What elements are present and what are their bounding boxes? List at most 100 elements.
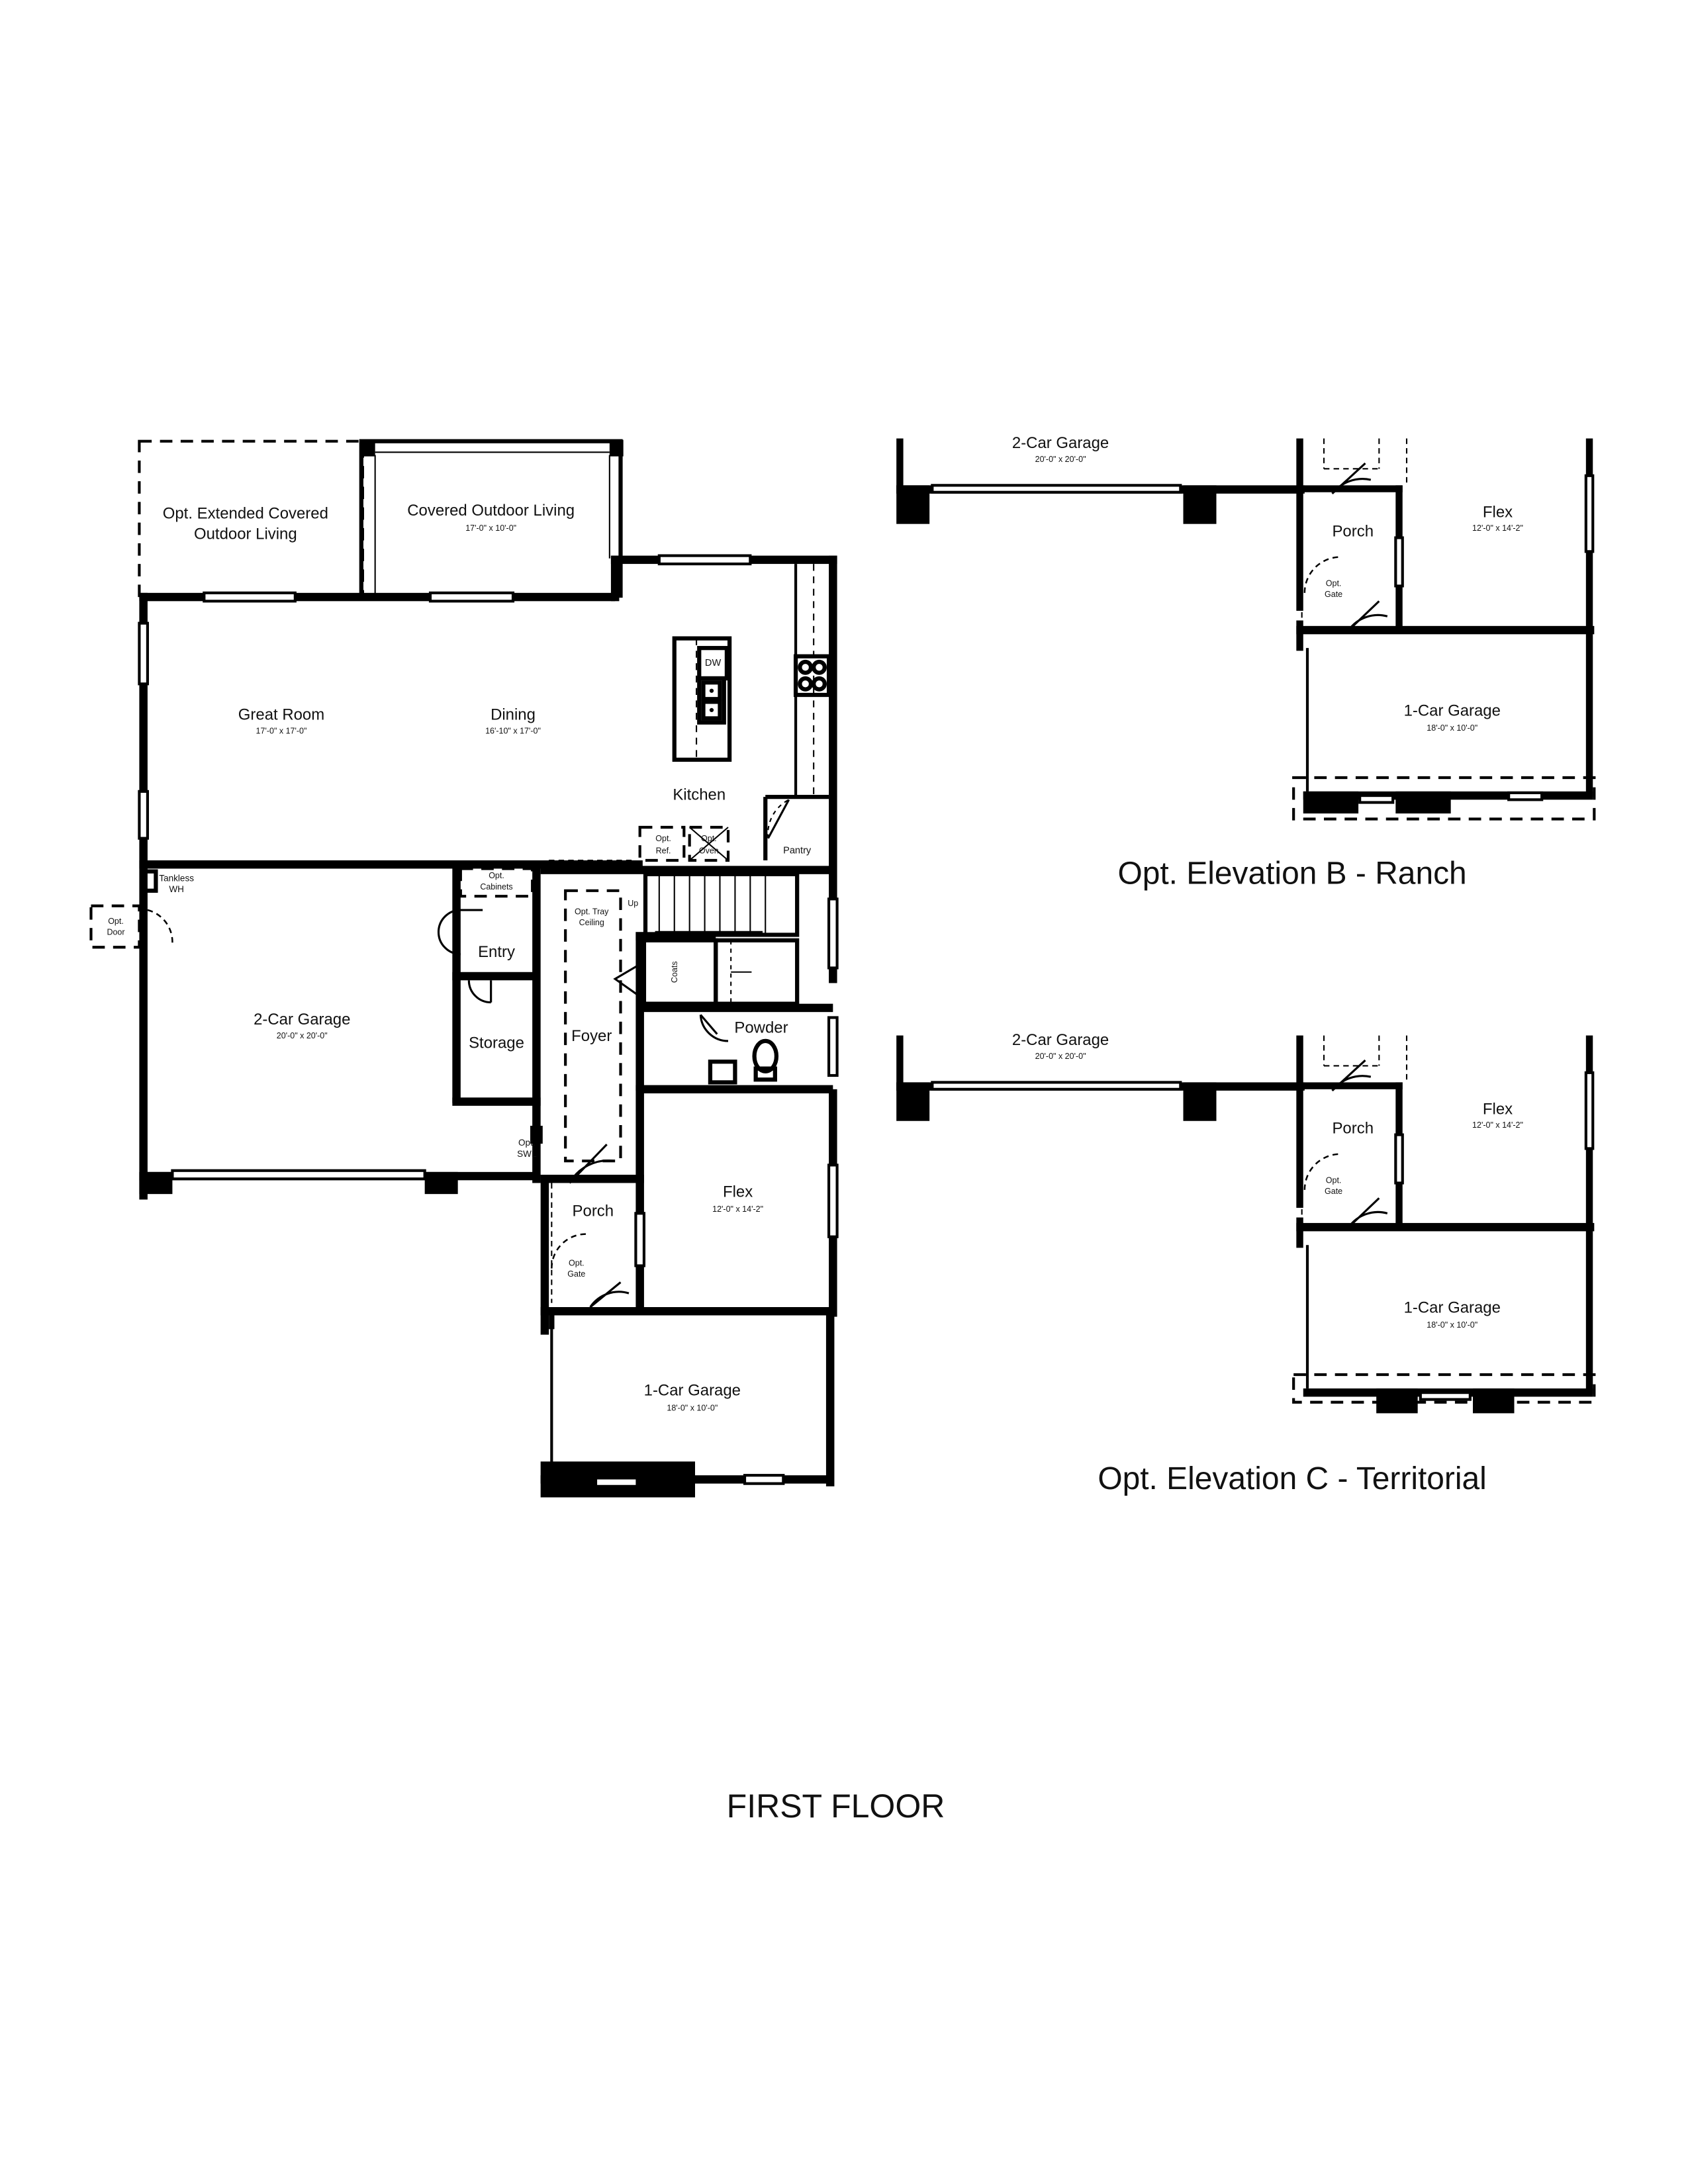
opt-tray-label: Opt. Tray: [575, 907, 609, 916]
elevation-c-labels: 2-Car Garage 20'-0" x 20'-0" Porch Opt. …: [1012, 1031, 1523, 1496]
elev-c-opt-gate-label: Opt.: [1326, 1176, 1342, 1185]
elev-c-porch-label: Porch: [1332, 1120, 1374, 1138]
page-title: FIRST FLOOR: [727, 1788, 945, 1825]
window: [203, 591, 297, 603]
main-plan-labels: Opt. Extended Covered Outdoor Living Cov…: [107, 502, 811, 1412]
great-room-label: Great Room: [238, 706, 324, 724]
dining-label: Dining: [491, 706, 536, 724]
tankless-label-2: WH: [169, 884, 184, 894]
kitchen-counter: [793, 564, 831, 797]
opt-swl-label-2: SWL: [517, 1149, 537, 1159]
elev-c-garage1-label: 1-Car Garage: [1404, 1298, 1501, 1316]
tankless-label: Tankless: [159, 873, 194, 883]
garage2-dim: 20'-0" x 20'-0": [277, 1031, 328, 1040]
coats-closet: [641, 938, 718, 1006]
great-room-dim: 17'-0" x 17'-0": [256, 726, 307, 735]
sink-icon: [708, 1060, 737, 1085]
elev-b-flex-dim: 12'-0" x 14'-2": [1472, 523, 1523, 533]
elev-c-garage1-dim: 18'-0" x 10'-0": [1427, 1320, 1477, 1330]
opt-door-label: Opt.: [108, 917, 124, 926]
opt-ref-label-2: Ref.: [656, 846, 671, 856]
elev-b-porch-label: Porch: [1332, 522, 1374, 540]
opt-tray-label-2: Ceiling: [579, 918, 604, 927]
tankless-water-heater: [140, 869, 158, 893]
foyer-label: Foyer: [571, 1027, 612, 1045]
kitchen-island: [672, 636, 732, 762]
porch-label: Porch: [573, 1203, 614, 1220]
front-door: [569, 1144, 614, 1184]
opt-oven-box: [688, 825, 730, 862]
opt-door-box: [89, 904, 141, 949]
elev-b-garage1-dim: 18'-0" x 10'-0": [1427, 723, 1477, 733]
elev-b-flex-label: Flex: [1483, 503, 1513, 521]
opt-cabinets-label-2: Cabinets: [480, 882, 512, 891]
main-floor-plan: [89, 439, 839, 1498]
window: [827, 1163, 839, 1238]
opt-swl-label: Opt.: [518, 1138, 536, 1148]
garage1-dim: 18'-0" x 10'-0": [667, 1403, 718, 1412]
opt-cabinets: [459, 867, 534, 898]
exterior-walls: [139, 555, 837, 1486]
up-label: Up: [628, 899, 638, 908]
elev-c-flex-label: Flex: [1483, 1100, 1513, 1118]
elev-c-garage2-label: 2-Car Garage: [1012, 1031, 1109, 1049]
elev-b-opt-gate-label: Opt.: [1326, 578, 1342, 588]
elevation-b-labels: 2-Car Garage 20'-0" x 20'-0" Porch Opt. …: [1012, 434, 1523, 891]
flex-label: Flex: [723, 1183, 753, 1201]
opt-ref-label: Opt.: [655, 834, 671, 843]
opt-gate-label-2: Gate: [567, 1269, 585, 1279]
sink-icon: [697, 676, 726, 725]
window: [138, 621, 150, 686]
coats-label: Coats: [670, 961, 679, 983]
opt-refrigerator-box: [638, 825, 686, 862]
elev-c-flex-dim: 12'-0" x 14'-2": [1472, 1120, 1523, 1130]
elevation-c-plan: [896, 1035, 1596, 1414]
elevation-b-plan: [896, 438, 1596, 821]
kitchen-label: Kitchen: [673, 786, 726, 803]
opt-oven-label: Opt.: [701, 834, 717, 843]
opt-oven-label-2: Oven: [699, 846, 719, 856]
garage-2car-front: [139, 1126, 543, 1195]
elev-b-garage2-label: 2-Car Garage: [1012, 434, 1109, 452]
dining-dim: 16'-10" x 17'-0": [485, 726, 541, 735]
flex-dim: 12'-0" x 14'-2": [712, 1205, 763, 1214]
entry-label: Entry: [478, 943, 515, 961]
garage2-label: 2-Car Garage: [254, 1011, 350, 1028]
dw-label: DW: [705, 658, 722, 668]
covered-outdoor-dim: 17'-0" x 10'-0": [465, 523, 516, 533]
porch-area: [543, 1183, 646, 1308]
cooktop-icon: [793, 654, 831, 698]
pantry-label: Pantry: [783, 846, 812, 856]
window: [657, 554, 752, 566]
powder-label: Powder: [734, 1019, 788, 1036]
window: [743, 1474, 785, 1485]
garage1-label: 1-Car Garage: [644, 1381, 741, 1399]
covered-outdoor-label: Covered Outdoor Living: [407, 502, 575, 520]
toilet-icon: [752, 1038, 779, 1073]
window: [634, 1212, 646, 1267]
elev-b-caption: Opt. Elevation B - Ranch: [1117, 856, 1466, 891]
opt-extended-label-2: Outdoor Living: [194, 525, 297, 543]
elev-b-garage1-label: 1-Car Garage: [1404, 702, 1501, 719]
elev-c-garage2-dim: 20'-0" x 20'-0": [1035, 1052, 1086, 1061]
elev-b-garage2-dim: 20'-0" x 20'-0": [1035, 455, 1086, 464]
opt-door-label-2: Door: [107, 928, 124, 937]
window: [428, 591, 515, 603]
elev-c-caption: Opt. Elevation C - Territorial: [1098, 1461, 1487, 1496]
opt-swl-box: [530, 1126, 543, 1144]
powder-fixtures: [699, 1014, 779, 1085]
garage-1car: [549, 1315, 785, 1488]
opt-extended-label: Opt. Extended Covered: [163, 504, 328, 522]
opt-gate-label: Opt.: [569, 1259, 585, 1268]
window: [827, 897, 839, 970]
elev-c-opt-gate-label-2: Gate: [1325, 1187, 1342, 1196]
opt-cabinets-label: Opt.: [489, 871, 504, 880]
storage-label: Storage: [469, 1034, 524, 1052]
opt-tray-ceiling: [564, 889, 622, 1163]
window: [594, 1477, 639, 1488]
entry-door: [437, 909, 483, 956]
window: [827, 1016, 839, 1077]
pantry-area: [763, 795, 829, 860]
window: [138, 790, 150, 840]
